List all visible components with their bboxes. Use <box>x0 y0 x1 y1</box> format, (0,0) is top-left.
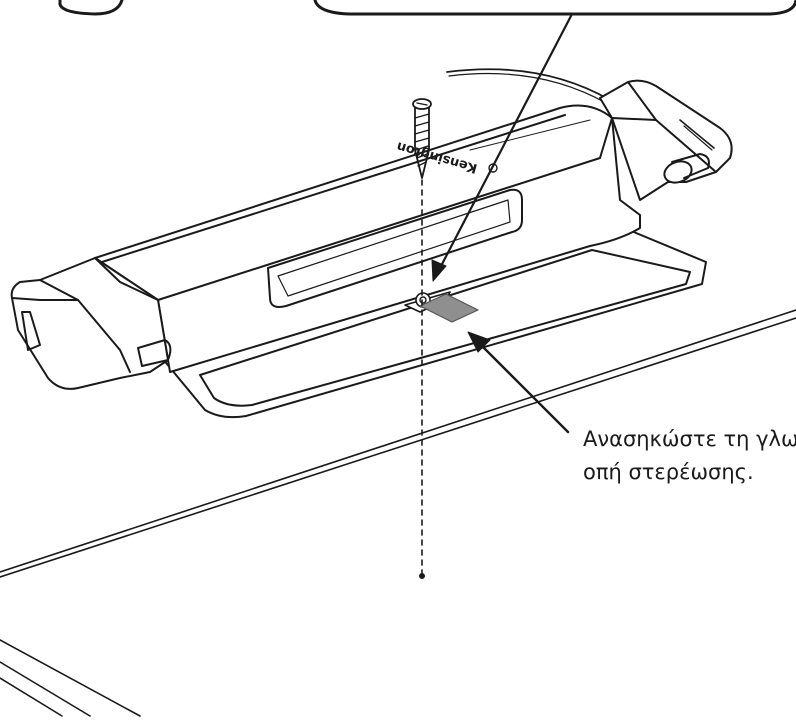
arrow-to-hole <box>438 12 574 270</box>
arrow-to-tab <box>480 344 570 434</box>
top-callout-box <box>313 0 796 16</box>
drill-point <box>419 573 425 579</box>
table-surface <box>0 309 796 717</box>
callout-line-2: οπή στερέωσης. <box>583 460 754 484</box>
right-end-cap <box>599 79 733 201</box>
left-callout-box <box>58 0 124 16</box>
screw <box>412 98 432 179</box>
callout-line-1: Ανασηκώστε τη γλωτ <box>583 427 796 451</box>
dock-base <box>161 217 707 419</box>
callout-text: Ανασηκώστε τη γλωτ οπή στερέωσης. <box>583 423 796 489</box>
left-end-cap <box>10 257 172 390</box>
lock-tab <box>419 293 479 323</box>
cable <box>446 68 611 101</box>
